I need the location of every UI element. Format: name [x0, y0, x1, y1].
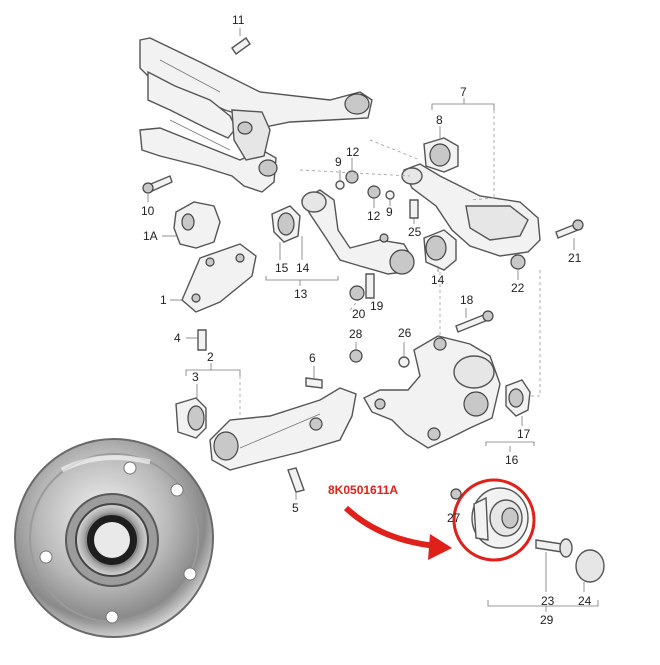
label-26: 26	[398, 326, 412, 340]
mount-1a	[162, 201, 221, 249]
label-14b: 14	[431, 273, 445, 287]
label-29: 29	[540, 613, 554, 627]
bolt-hole	[105, 610, 119, 624]
label-9b: 9	[386, 205, 393, 219]
upper-link-13	[301, 189, 415, 275]
label-22: 22	[511, 281, 525, 295]
bracket-7	[431, 103, 495, 110]
red-arrow	[343, 505, 437, 549]
hub-photo	[14, 438, 214, 638]
highlight-circle	[452, 478, 536, 562]
nut-12-lower	[367, 185, 381, 208]
label-12b: 12	[367, 209, 381, 223]
bolt-23	[535, 538, 573, 592]
bolt-5	[287, 467, 305, 500]
hub-bore	[94, 522, 130, 558]
label-5: 5	[292, 501, 299, 515]
label-17: 17	[517, 427, 531, 441]
label-1a: 1A	[143, 229, 158, 243]
bushing-3	[175, 397, 207, 439]
subframe	[139, 37, 373, 193]
label-7: 7	[460, 85, 467, 99]
bolt-hole	[123, 461, 137, 475]
trailing-arm	[209, 387, 357, 471]
bolt-hole	[183, 567, 197, 581]
part-number: 8K0501611A	[328, 483, 398, 497]
label-19: 19	[370, 299, 384, 313]
label-2: 2	[207, 350, 214, 364]
label-18: 18	[460, 293, 474, 307]
label-6: 6	[309, 351, 316, 365]
label-9a: 9	[335, 155, 342, 169]
label-3: 3	[192, 370, 199, 384]
nut-12-upper	[345, 158, 359, 184]
bracket-1	[170, 243, 257, 313]
washer-9-lower	[385, 190, 395, 206]
nut-22	[510, 254, 526, 280]
label-27: 27	[447, 511, 461, 525]
wheel-carrier-16	[363, 335, 501, 449]
bracket-29	[487, 600, 599, 607]
dust-cap-24	[575, 549, 605, 592]
bolt-21	[555, 219, 584, 250]
label-13: 13	[294, 287, 308, 301]
bushing-15	[271, 205, 301, 243]
label-23: 23	[541, 594, 555, 608]
label-8: 8	[436, 113, 443, 127]
bushing-14	[423, 229, 457, 272]
label-20: 20	[352, 307, 366, 321]
bolt-19	[365, 273, 375, 299]
bolt-25	[409, 199, 419, 224]
label-15: 15	[275, 261, 289, 275]
bolt-hole	[39, 550, 53, 564]
wheel-hub-27	[450, 478, 536, 562]
label-21: 21	[568, 251, 582, 265]
bushing-8	[423, 137, 459, 173]
bolt-18	[455, 308, 494, 333]
label-16: 16	[505, 453, 519, 467]
bolt-4	[186, 329, 207, 351]
bolt-6	[305, 366, 323, 389]
bracket-16	[485, 441, 535, 446]
nut-20	[349, 285, 365, 301]
arrow-head-icon	[428, 534, 452, 560]
bracket-2	[185, 369, 241, 376]
label-25: 25	[408, 225, 422, 239]
washer-28	[349, 342, 363, 363]
label-24: 24	[578, 594, 592, 608]
washer-9-upper	[335, 170, 345, 190]
label-12a: 12	[346, 145, 360, 159]
bolt-10	[142, 175, 173, 202]
bolt-hole	[170, 483, 184, 497]
label-28: 28	[349, 327, 363, 341]
bushing-17	[505, 379, 531, 426]
clip-26	[398, 342, 410, 368]
label-11: 11	[232, 13, 245, 27]
label-4: 4	[174, 331, 181, 345]
label-14a: 14	[296, 261, 310, 275]
label-10: 10	[141, 204, 155, 218]
label-1: 1	[160, 293, 167, 307]
bolt-11	[231, 28, 251, 55]
lower-control-arm-7	[401, 163, 541, 257]
